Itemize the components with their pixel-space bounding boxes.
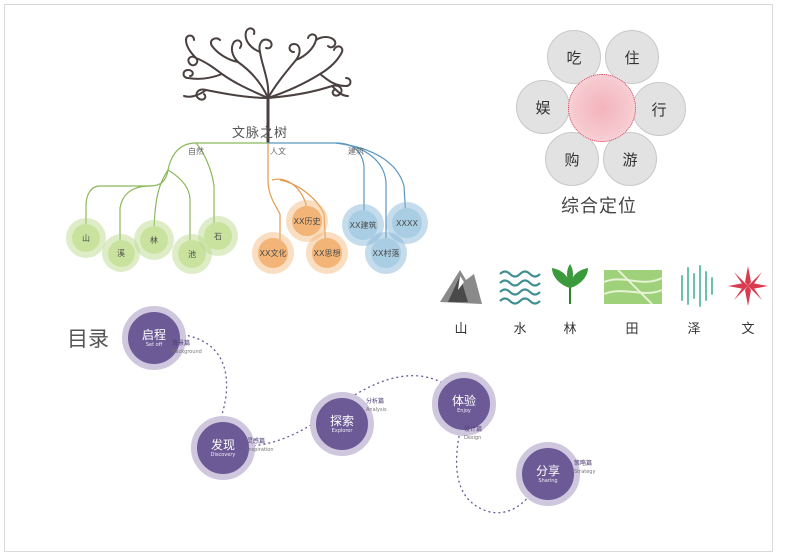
- toc-title: 目录: [67, 327, 109, 351]
- flower-center: [568, 74, 636, 142]
- toc-side-en: Analysis: [366, 407, 387, 413]
- tree-node-label: 池: [178, 240, 206, 268]
- flower-title: 综合定位: [561, 196, 637, 217]
- marsh-icon: [681, 265, 713, 307]
- tree-node-label: 山: [72, 224, 100, 252]
- tree-node-label: XX历史: [292, 206, 322, 236]
- flower-petal: 娱: [516, 80, 570, 134]
- tree-node-label: XX村落: [371, 238, 401, 268]
- toc-side-cn: 策略篇: [574, 460, 593, 467]
- flower-petal: 购: [545, 132, 599, 186]
- tree-node-label: 林: [140, 226, 168, 254]
- tree-node-label: XXXX: [392, 208, 422, 238]
- toc-node-label: 探索: [329, 413, 354, 428]
- tree-node: 山: [66, 218, 106, 258]
- tree-node: 溪: [102, 234, 140, 272]
- culture-branch: [267, 143, 327, 253]
- toc-node-sharing[interactable]: 分享 Sharing: [516, 442, 580, 506]
- toc-node-sublabel: Set off: [145, 341, 163, 348]
- toc-side-en: Strategy: [574, 469, 596, 475]
- tree-node-label: 石: [204, 222, 232, 250]
- toc-side-cn: 背景篇: [172, 340, 191, 347]
- tree-node-label: XX建筑: [348, 210, 378, 240]
- toc-node-enjoy[interactable]: 体验 Enjoy: [432, 372, 496, 436]
- toc-side-en: Inspiration: [247, 447, 274, 453]
- tree-crown-icon: [182, 27, 352, 101]
- toc-side-label: 策略篇 Strategy: [574, 460, 595, 476]
- toc-node-sublabel: Explorer: [331, 427, 353, 434]
- tree-node: XX思想: [306, 232, 348, 274]
- toc-node-sublabel: Sharing: [538, 477, 558, 484]
- icon-label: 文: [741, 322, 755, 337]
- flower-petal: 住: [605, 30, 659, 84]
- water-icon: [499, 270, 541, 305]
- branch-label-culture: 人文: [270, 147, 286, 156]
- tree-node-label: XX文化: [258, 238, 288, 268]
- icon-label: 泽: [687, 322, 701, 337]
- plant-icon: [552, 264, 588, 304]
- toc-node-label: 体验: [451, 393, 476, 408]
- culture-star-icon: [728, 266, 768, 306]
- toc-node-label: 分享: [535, 463, 560, 478]
- toc-side-cn: 灵感篇: [247, 438, 266, 445]
- toc-node-label: 发现: [210, 437, 235, 452]
- field-icon: [603, 269, 663, 305]
- tree-node: XX村落: [365, 232, 407, 274]
- architecture-branch: [268, 142, 407, 252]
- page-frame: [4, 4, 773, 552]
- tree-node: 石: [198, 216, 238, 256]
- icon-label: 水: [513, 322, 527, 337]
- icon-label: 林: [563, 322, 577, 337]
- toc-node-explorer[interactable]: 探索 Explorer: [310, 392, 374, 456]
- branch-label-nature: 自然: [188, 147, 204, 156]
- flower-petal: 行: [632, 82, 686, 136]
- toc-node-sublabel: Discovery: [210, 451, 236, 458]
- tree-node: XXXX: [386, 202, 428, 244]
- mountain-icon: [440, 270, 482, 304]
- tree-title: 文脉之树: [232, 126, 289, 141]
- toc-side-cn: 分析篇: [366, 398, 385, 405]
- tree-node: XX建筑: [342, 204, 384, 246]
- toc-node-discovery[interactable]: 发现 Discovery: [191, 416, 255, 480]
- tree-node: 林: [134, 220, 174, 260]
- nature-branch: [85, 142, 268, 248]
- toc-side-cn: 设计篇: [464, 426, 483, 433]
- toc-side-en: Design: [464, 435, 482, 441]
- tree-node-label: XX思想: [312, 238, 342, 268]
- icon-label: 山: [454, 322, 468, 337]
- flower-petal: 游: [603, 132, 657, 186]
- toc-side-en: Background: [172, 349, 202, 355]
- toc-side-label: 背景篇 Background: [172, 340, 202, 356]
- toc-side-label: 灵感篇 Inspiration: [247, 438, 274, 454]
- tree-node: XX文化: [252, 232, 294, 274]
- toc-node-setoff[interactable]: 启程 Set off: [122, 306, 186, 370]
- toc-node-label: 启程: [141, 327, 166, 342]
- toc-side-label: 分析篇 Analysis: [366, 398, 387, 414]
- toc-node-sublabel: Enjoy: [457, 407, 471, 414]
- branch-label-architecture: 建筑: [348, 147, 364, 156]
- tree-node: XX历史: [286, 200, 328, 242]
- toc-side-label: 设计篇 Design: [464, 426, 482, 442]
- tree-node-label: 溪: [107, 239, 135, 267]
- icons-row: [440, 264, 768, 307]
- icon-label: 田: [625, 322, 639, 337]
